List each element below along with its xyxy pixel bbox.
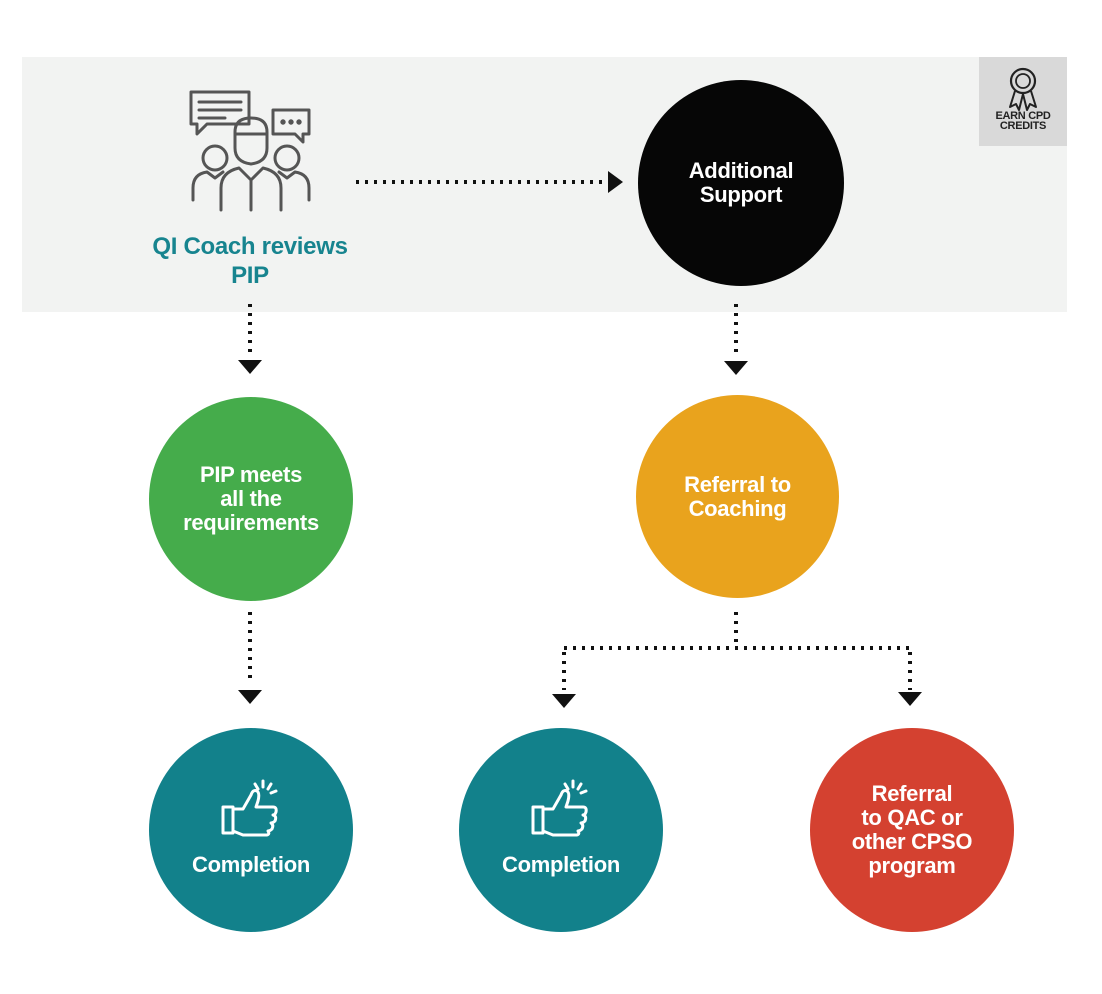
node-completion-left: Completion — [149, 728, 353, 932]
node-completion-left-label: Completion — [192, 852, 310, 877]
badge-label: EARN CPD CREDITS — [995, 110, 1051, 132]
arrowhead-completion-right — [552, 694, 576, 708]
cpd-badge[interactable]: EARN CPD CREDITS — [979, 57, 1067, 146]
node-pip-meets-requirements: PIP meets all the requirements — [149, 397, 353, 601]
arrowhead-referral-qac — [898, 692, 922, 706]
arrowhead-completion-left — [238, 690, 262, 704]
arrowhead-referral — [724, 361, 748, 375]
node-referral-to-coaching: Referral to Coaching — [636, 395, 839, 598]
coach-group-chat-icon — [189, 90, 311, 212]
node-completion-right-label: Completion — [502, 852, 620, 877]
review-band — [22, 57, 1067, 312]
award-ribbon-icon — [1009, 67, 1037, 111]
thumbs-up-icon — [221, 779, 278, 837]
node-additional-support-label: Additional Support — [688, 158, 794, 207]
coach-label: QI Coach reviews PIP — [152, 233, 348, 289]
thumbs-up-icon — [531, 779, 588, 837]
node-referral-qac-label: Referral to QAC or other CPSO program — [851, 781, 973, 878]
node-additional-support: Additional Support — [638, 80, 844, 286]
node-referral-qac: Referral to QAC or other CPSO program — [810, 728, 1014, 932]
arrowhead-pip — [238, 360, 262, 374]
node-pip-meets-label: PIP meets all the requirements — [183, 462, 319, 535]
node-completion-right: Completion — [459, 728, 663, 932]
node-referral-coaching-label: Referral to Coaching — [684, 471, 791, 521]
